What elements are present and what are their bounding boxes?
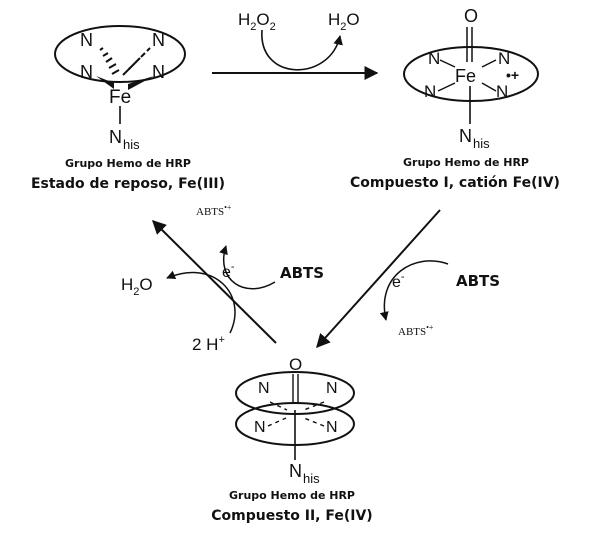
porphyrin-ring <box>55 26 185 82</box>
curved-arrow <box>167 272 235 333</box>
compound-ii-title: Grupo Hemo de HRP <box>229 489 355 502</box>
compound-ii-reduction: ABTS•+ e- ABTS H2O 2 H+ <box>121 203 324 354</box>
histidine-ligand-sub: his <box>303 471 320 486</box>
h2o2-reaction: H2O2 H2O <box>212 10 377 73</box>
histidine-ligand: N <box>289 461 302 481</box>
nitrogen-atom: N <box>326 380 338 397</box>
cation-radical-marker: •+ <box>506 67 519 83</box>
nitrogen-atom: N <box>496 82 508 101</box>
compound-i-heme: O N N N N Fe •+ N his <box>404 6 538 151</box>
histidine-ligand-sub: his <box>123 137 140 152</box>
resting-state-title: Grupo Hemo de HRP <box>65 157 191 170</box>
compound-i-label: Compuesto I, catión Fe(IV) <box>350 175 560 191</box>
nitrogen-atom: N <box>152 30 165 50</box>
abts-radical-product: ABTS•+ <box>196 203 232 218</box>
abts-radical-product: ABTS•+ <box>398 323 434 338</box>
nitrogen-atom: N <box>152 62 165 82</box>
histidine-ligand-sub: his <box>473 136 490 151</box>
compound-ii-heme: O N N N N N his <box>236 355 354 486</box>
electron-label: e- <box>392 271 405 291</box>
nitrogen-atom: N <box>80 30 93 50</box>
nitrogen-atom: N <box>254 419 266 436</box>
iron-atom: Fe <box>109 87 131 108</box>
iron-atom: Fe <box>455 66 476 86</box>
compound-i-title: Grupo Hemo de HRP <box>403 156 529 169</box>
nitrogen-atom: N <box>428 49 440 68</box>
oxygen-atom: O <box>289 355 302 374</box>
histidine-ligand: N <box>459 126 472 146</box>
compound-ii-label: Compuesto II, Fe(IV) <box>211 508 372 524</box>
hydrogen-peroxide: H2O2 <box>238 10 276 33</box>
hashed-bond <box>100 48 119 74</box>
water-product: H2O <box>328 10 360 33</box>
oxygen-atom: O <box>464 6 478 26</box>
nitrogen-atom: N <box>326 419 338 436</box>
electron-label: e- <box>222 261 235 281</box>
nitrogen-atom: N <box>498 49 510 68</box>
nitrogen-atom: N <box>80 62 93 82</box>
nitrogen-atom: N <box>258 380 270 397</box>
hashed-bond <box>123 48 150 75</box>
resting-state-label: Estado de reposo, Fe(III) <box>31 176 225 192</box>
curved-arrow <box>262 30 340 70</box>
compound-i-reduction: e- ABTS ABTS•+ <box>317 210 500 347</box>
water-product: H2O <box>121 275 153 298</box>
protons-reactant: 2 H+ <box>192 334 225 354</box>
reduction-arrow <box>153 221 276 343</box>
nitrogen-atom: N <box>424 82 436 101</box>
abts-reactant: ABTS <box>280 264 324 282</box>
histidine-ligand: N <box>109 127 122 147</box>
resting-state-heme: N N N N Fe N his <box>55 26 185 152</box>
abts-reactant: ABTS <box>456 272 500 290</box>
